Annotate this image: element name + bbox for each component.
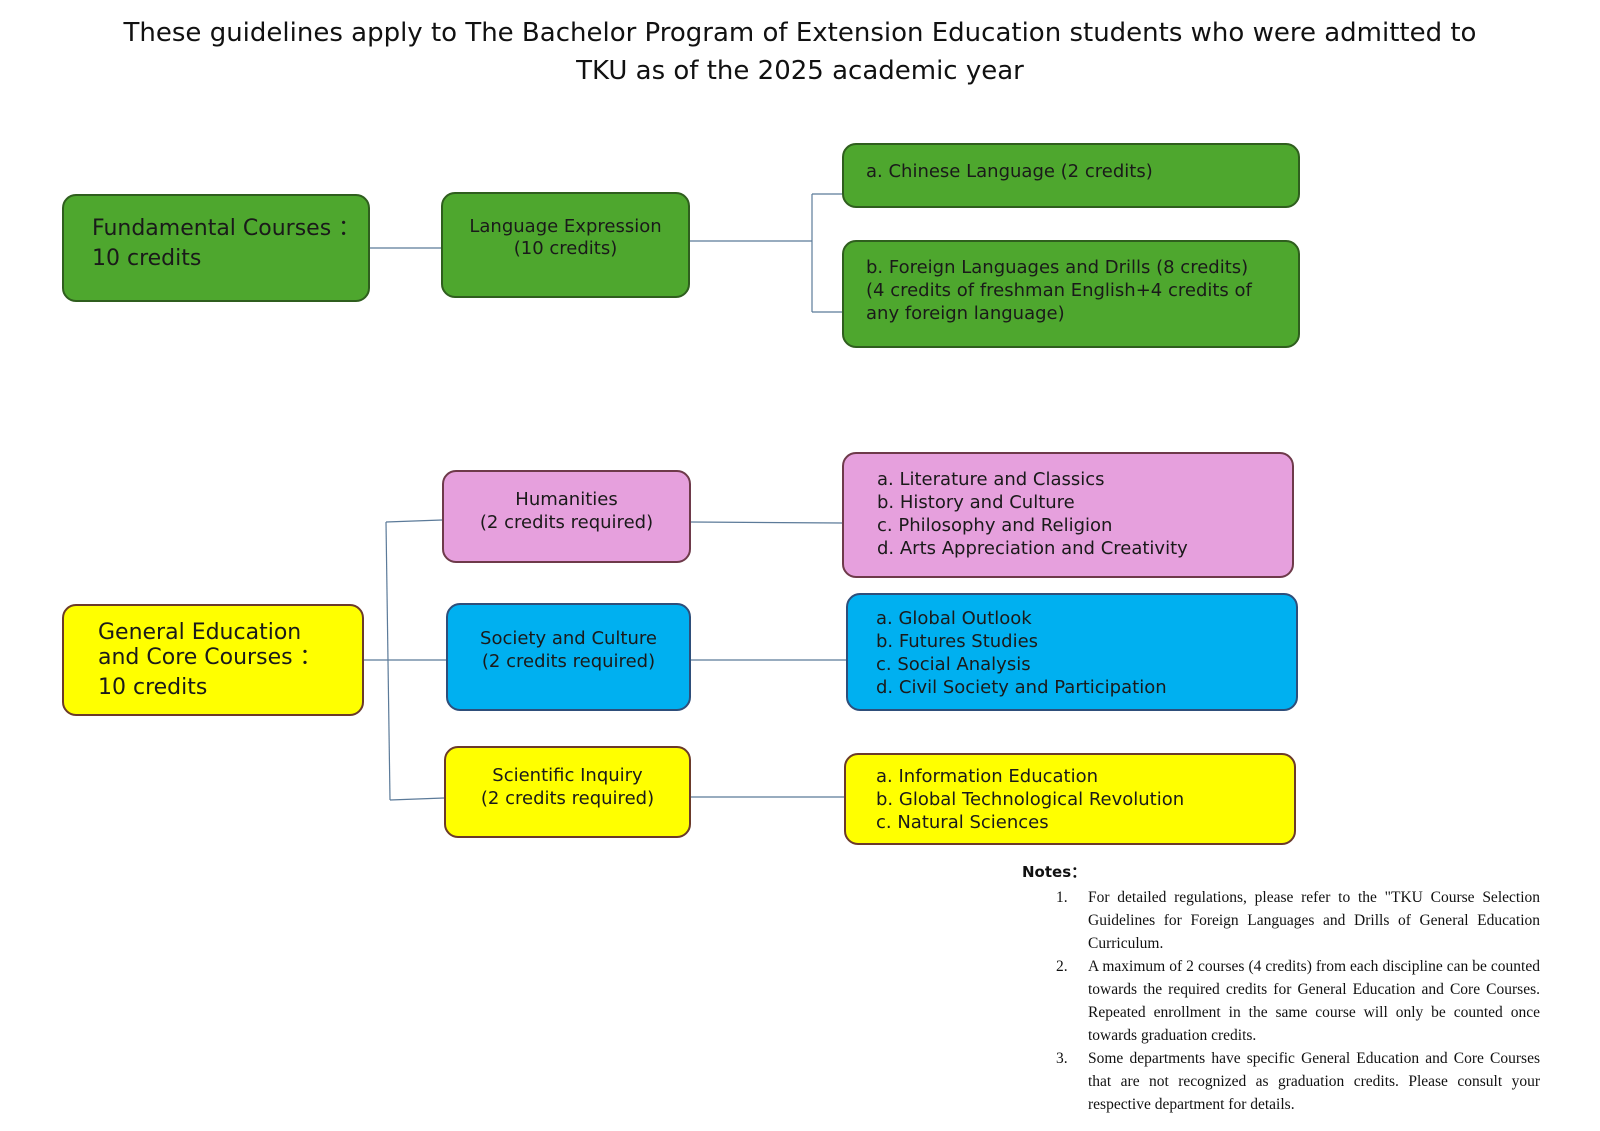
humanities-label: Humanities <box>515 489 618 510</box>
list-item: a. Literature and Classics <box>877 469 1105 490</box>
note-item: 3. Some departments have specific Genera… <box>1022 1047 1540 1116</box>
notes-section: Notes： 1. For detailed regulations, plea… <box>1022 862 1540 1116</box>
note-text: A maximum of 2 courses (4 credits) from … <box>1088 958 1540 1044</box>
list-item: c. Philosophy and Religion <box>877 515 1113 536</box>
list-item: d. Arts Appreciation and Creativity <box>877 538 1188 559</box>
fundamental-courses-label: Fundamental Courses ： <box>92 216 361 241</box>
connector-trunk-to-humanities <box>385 519 443 523</box>
note-number: 2. <box>1056 958 1068 975</box>
list-item: a. Global Outlook <box>876 608 1032 629</box>
page-title: These guidelines apply to The Bachelor P… <box>100 14 1500 90</box>
list-item: b. Global Technological Revolution <box>876 789 1185 810</box>
language-expression-box: Language Expression (10 credits) <box>441 192 690 298</box>
chinese-language-label: a. Chinese Language (2 credits) <box>866 161 1153 182</box>
humanities-credits: (2 credits required) <box>479 512 654 533</box>
fundamental-courses-credits: 10 credits <box>92 246 202 271</box>
page-title-line2: TKU as of the 2025 academic year <box>576 56 1024 86</box>
society-culture-credits: (2 credits required) <box>481 651 656 672</box>
society-culture-items-box: a. Global Outlook b. Futures Studies c. … <box>846 593 1298 711</box>
chinese-language-box: a. Chinese Language (2 credits) <box>842 143 1300 208</box>
scientific-inquiry-credits: (2 credits required) <box>480 788 655 809</box>
general-education-line1: General Education <box>98 620 302 645</box>
page-title-line1: These guidelines apply to The Bachelor P… <box>123 18 1477 48</box>
fundamental-courses-box: Fundamental Courses ： 10 credits <box>62 194 370 302</box>
list-item: d. Civil Society and Participation <box>876 677 1167 698</box>
note-number: 3. <box>1056 1050 1068 1067</box>
note-item: 1. For detailed regulations, please refe… <box>1022 886 1540 955</box>
connector-general-trunk <box>385 521 391 801</box>
society-culture-label: Society and Culture <box>480 628 657 649</box>
connector-humanities-to-items <box>690 521 843 524</box>
language-expression-credits: (10 credits) <box>513 238 618 259</box>
society-culture-box: Society and Culture (2 credits required) <box>446 603 691 711</box>
list-item: a. Information Education <box>876 766 1099 787</box>
list-item: c. Social Analysis <box>876 654 1031 675</box>
general-education-credits: 10 credits <box>98 675 208 700</box>
foreign-languages-box: b. Foreign Languages and Drills (8 credi… <box>842 240 1300 348</box>
list-item: c. Natural Sciences <box>876 812 1049 833</box>
scientific-inquiry-box: Scientific Inquiry (2 credits required) <box>444 746 691 838</box>
note-number: 1. <box>1056 889 1068 906</box>
note-item: 2. A maximum of 2 courses (4 credits) fr… <box>1022 955 1540 1047</box>
general-education-line2: and Core Courses ： <box>98 645 322 670</box>
list-item: b. Futures Studies <box>876 631 1039 652</box>
general-education-box: General Education and Core Courses ： 10 … <box>62 604 364 716</box>
language-expression-label: Language Expression <box>469 216 662 237</box>
foreign-languages-line2: (4 credits of freshman English+4 credits… <box>866 280 1252 301</box>
foreign-languages-line3: any foreign language) <box>866 303 1065 324</box>
foreign-languages-line1: b. Foreign Languages and Drills (8 credi… <box>866 257 1249 278</box>
scientific-inquiry-label: Scientific Inquiry <box>492 765 643 786</box>
humanities-box: Humanities (2 credits required) <box>442 470 691 563</box>
scientific-inquiry-items-box: a. Information Education b. Global Techn… <box>844 753 1296 845</box>
notes-title: Notes： <box>1022 863 1087 881</box>
note-text: For detailed regulations, please refer t… <box>1088 889 1540 952</box>
humanities-items-box: a. Literature and Classics b. History an… <box>842 452 1294 578</box>
note-text: Some departments have specific General E… <box>1088 1050 1540 1113</box>
connector-trunk-to-scientific <box>389 797 445 801</box>
list-item: b. History and Culture <box>877 492 1075 513</box>
